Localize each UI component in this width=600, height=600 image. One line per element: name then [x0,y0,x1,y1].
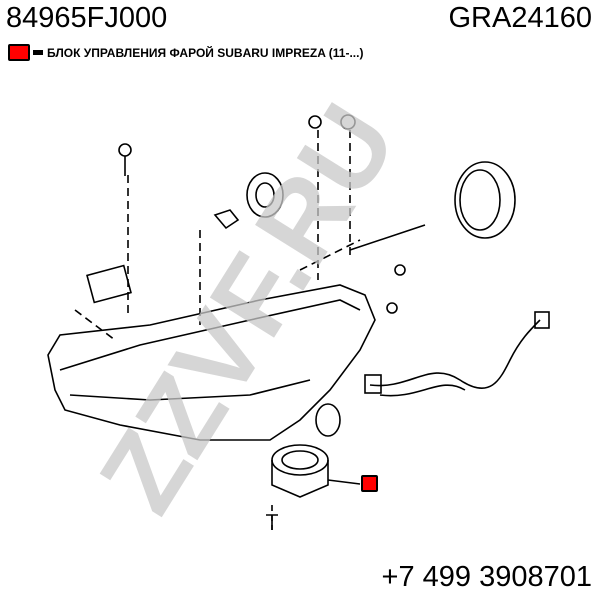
control-unit-marker[interactable] [361,475,378,492]
reference-number: GRA24160 [448,2,593,34]
part-number: 84965FJ000 [6,2,168,34]
legend-dash [33,50,43,55]
legend-label: БЛОК УПРАВЛЕНИЯ ФАРОЙ SUBARU IMPREZA (11… [47,45,364,60]
headlight-housing [47,284,376,441]
legend-swatch [8,44,30,61]
legend: БЛОК УПРАВЛЕНИЯ ФАРОЙ SUBARU IMPREZA (11… [8,44,363,61]
phone-number: +7 499 3908701 [381,561,592,593]
